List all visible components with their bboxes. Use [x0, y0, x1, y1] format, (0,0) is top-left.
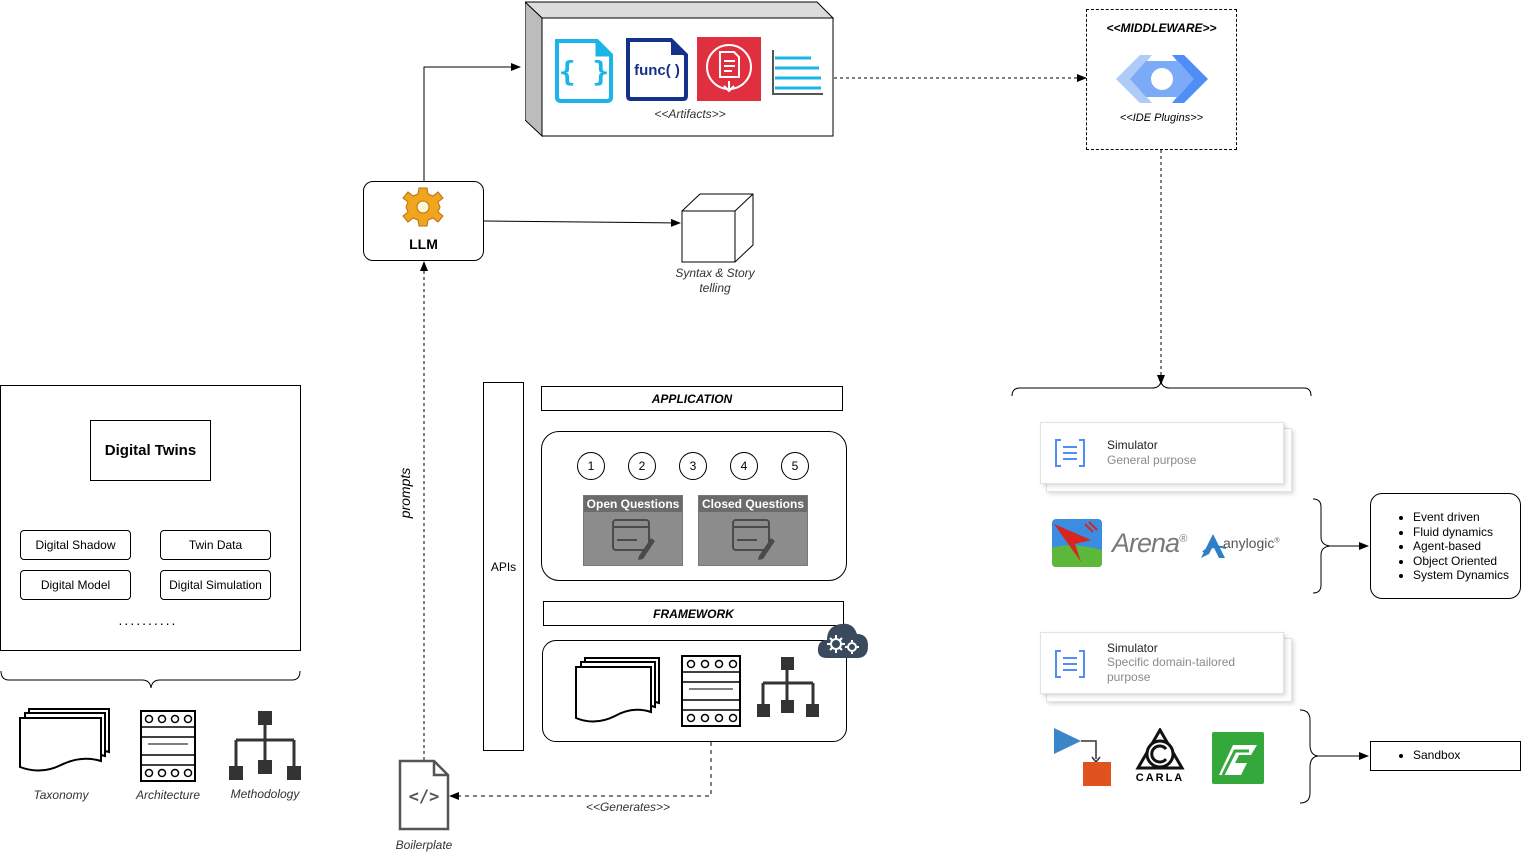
- anylogic-logo-icon: [1201, 534, 1227, 558]
- gear-icon: [402, 187, 444, 227]
- ide-plugins-icon: [1116, 55, 1208, 103]
- framework-architecture-icon: [681, 655, 741, 727]
- simulator-general-card: Simulator General purpose: [1040, 422, 1284, 484]
- digital-shadow-item: Digital Shadow: [20, 530, 131, 560]
- simulator-specific-subtitle-line1: Specific domain-tailored: [1107, 655, 1236, 669]
- closed-questions-label: Closed Questions: [699, 496, 807, 512]
- step-5: 5: [781, 452, 809, 480]
- simio-logo-icon: [1052, 519, 1102, 567]
- methodology-icon: [229, 711, 301, 780]
- llm-label: LLM: [409, 236, 438, 252]
- general-tools-brace: [1312, 498, 1331, 594]
- simulator-general-subtitle: General purpose: [1107, 453, 1197, 467]
- simulink-blocks-icon: [1054, 728, 1111, 786]
- llm-to-syntax-connector: [483, 218, 681, 227]
- specific-tools-brace: [1299, 709, 1319, 804]
- simulator-specific-title: Simulator: [1107, 641, 1158, 655]
- paradigm-item: System Dynamics: [1413, 568, 1520, 583]
- open-questions-label: Open Questions: [584, 496, 682, 512]
- syntax-cube-icon: [681, 193, 754, 263]
- open-questions-form: Open Questions: [583, 495, 683, 566]
- paradigm-item: Agent-based: [1413, 539, 1520, 554]
- simulator-general-title: Simulator: [1107, 438, 1158, 452]
- digital-simulation-item: Digital Simulation: [160, 570, 271, 600]
- simulators-brace: [1011, 380, 1312, 397]
- apis-column: APIs: [483, 382, 524, 751]
- anylogic-logo-mark: ®: [1274, 537, 1280, 545]
- anylogic-logo-text: anylogic: [1223, 535, 1275, 551]
- taxonomy-icon: [19, 708, 110, 772]
- generates-connector: [449, 742, 712, 800]
- code-file-glyph: </>: [408, 787, 440, 807]
- json-file-label: { }: [558, 54, 610, 88]
- simulator-specific-subtitle-line2: purpose: [1107, 670, 1151, 684]
- paradigms-list: Event driven Fluid dynamics Agent-based …: [1391, 510, 1520, 583]
- methodology-caption: Methodology: [230, 787, 300, 801]
- architecture-icon: [140, 710, 196, 782]
- prompts-label: prompts: [397, 467, 413, 519]
- simulator-specific-card: Simulator Specific domain-tailored purpo…: [1040, 632, 1284, 694]
- sandbox-box: Sandbox: [1370, 741, 1521, 771]
- taxonomy-caption: Taxonomy: [33, 788, 89, 802]
- function-file-label: func( ): [634, 61, 680, 79]
- middleware-title: <<MIDDLEWARE>>: [1106, 21, 1217, 35]
- framework-methodology-icon: [757, 657, 819, 717]
- function-file-icon: func( ): [625, 37, 689, 101]
- framework-title: FRAMEWORK: [543, 601, 844, 626]
- artifacts-caption: <<Artifacts>>: [654, 107, 726, 121]
- code-file-icon: [398, 759, 450, 831]
- framework-taxonomy-icon: [575, 657, 660, 723]
- text-lines-icon: [771, 50, 825, 96]
- sumo-logo-icon: [1212, 732, 1264, 784]
- middleware-caption: <<IDE Plugins>>: [1119, 112, 1204, 124]
- anylogic-logo: anylogic®: [1223, 535, 1280, 553]
- settings-cloud-icon: [817, 623, 868, 658]
- document-icon: [1055, 439, 1085, 467]
- paradigm-item: Object Oriented: [1413, 554, 1520, 569]
- sandbox-item: Sandbox: [1413, 748, 1520, 763]
- boilerplate-caption: Boilerplate: [395, 838, 453, 852]
- digital-twins-brace: [0, 670, 301, 689]
- document-export-icon: [697, 37, 761, 101]
- closed-questions-form: Closed Questions: [698, 495, 808, 566]
- sandbox-list: Sandbox: [1391, 748, 1520, 763]
- paradigms-box: Event driven Fluid dynamics Agent-based …: [1370, 493, 1521, 599]
- paradigm-item: Event driven: [1413, 510, 1520, 525]
- step-1: 1: [577, 452, 605, 480]
- digital-twins-ellipsis: ..........: [118, 612, 178, 628]
- digital-model-item: Digital Model: [20, 570, 131, 600]
- llm-to-artifacts-connector: [423, 63, 521, 181]
- syntax-caption-line1: Syntax & Story: [675, 265, 755, 280]
- twin-data-item: Twin Data: [160, 530, 271, 560]
- arena-logo: Arena®: [1112, 528, 1187, 562]
- application-title: APPLICATION: [541, 386, 843, 411]
- form-edit-icon: [612, 519, 655, 560]
- carla-logo-icon: [1135, 728, 1185, 770]
- carla-logo-text: CARLA: [1135, 772, 1185, 784]
- json-file-icon: { }: [553, 39, 615, 103]
- generates-caption: <<Generates>>: [585, 800, 671, 814]
- form-edit-icon: [732, 519, 775, 560]
- arena-logo-text: Arena: [1112, 528, 1180, 558]
- digital-twins-title: Digital Twins: [90, 420, 211, 481]
- paradigm-item: Fluid dynamics: [1413, 525, 1520, 540]
- step-3: 3: [679, 452, 707, 480]
- document-icon: [1055, 650, 1085, 678]
- arena-logo-mark: ®: [1179, 533, 1187, 545]
- architecture-caption: Architecture: [135, 788, 201, 802]
- step-4: 4: [730, 452, 758, 480]
- syntax-caption-line2: telling: [699, 280, 731, 295]
- step-2: 2: [628, 452, 656, 480]
